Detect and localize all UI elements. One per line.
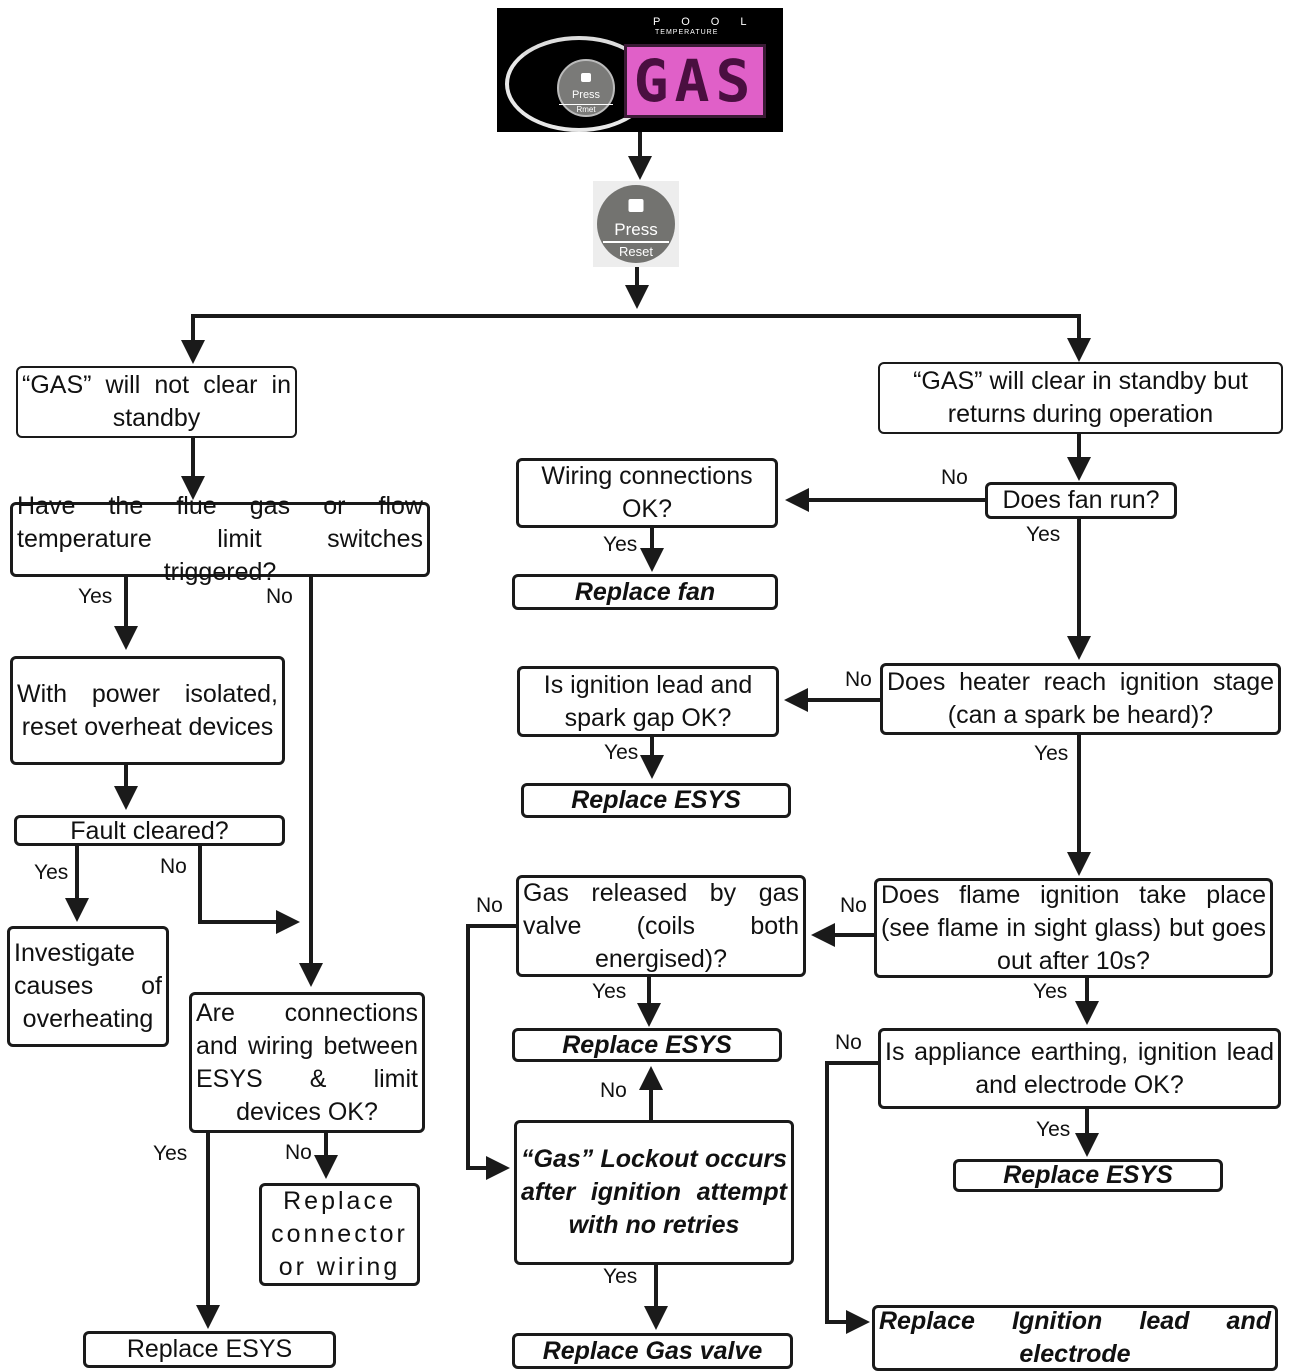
yes-label: Yes <box>1034 742 1069 766</box>
yes-label: Yes <box>153 1142 188 1166</box>
replace-esys-left-box: Replace ESYS <box>83 1331 336 1368</box>
replace-fan-box: Replace fan <box>512 574 778 610</box>
no-label: No <box>285 1141 312 1165</box>
gas-released-box: Gas released by gas valve (coils both en… <box>516 875 806 977</box>
panel-subheader: TEMPERATURE <box>655 29 719 36</box>
lockout-box: “Gas” Lockout occurs after ignition atte… <box>514 1120 794 1265</box>
lock-icon <box>628 199 644 212</box>
connections-box: Are connections and wiring between ESYS … <box>189 992 425 1133</box>
gas-not-clear-box: “GAS” will not clear in standby <box>16 366 297 438</box>
yes-label: Yes <box>1036 1118 1071 1142</box>
replace-esys-2-box: Replace ESYS <box>512 1028 782 1062</box>
yes-label: Yes <box>34 861 69 885</box>
reset-button-sublabel: Reset <box>603 241 669 259</box>
reset-button-image: Press Reset <box>593 181 679 267</box>
ignition-stage-box: Does heater reach ignition stage (can a … <box>880 663 1281 735</box>
lock-icon <box>581 73 591 82</box>
reset-button-label: Press <box>614 220 658 239</box>
yes-label: Yes <box>604 741 639 765</box>
replace-connector-box: Replace connector or wiring <box>259 1183 420 1286</box>
limit-switches-box: Have the flue gas or flow temperature li… <box>10 492 430 586</box>
fan-run-box: Does fan run? <box>985 482 1177 519</box>
yes-label: Yes <box>603 533 638 557</box>
yes-label: Yes <box>592 980 627 1004</box>
gas-returns-box: “GAS” will clear in standby but returns … <box>878 362 1283 434</box>
no-label: No <box>160 855 187 879</box>
no-label: No <box>941 466 968 490</box>
replace-ignition-lead-box: Replace Ignition lead and electrode <box>872 1305 1278 1371</box>
yes-label: Yes <box>1026 523 1061 547</box>
earthing-box: Is appliance earthing, ignition lead and… <box>878 1028 1281 1109</box>
panel-ring-decoration <box>505 36 653 132</box>
lcd-screen: GAS <box>624 44 766 118</box>
no-label: No <box>600 1079 627 1103</box>
panel-button-label: Press <box>571 89 601 101</box>
flame-ignition-box: Does flame ignition take place (see flam… <box>874 878 1273 978</box>
investigate-box: Investigate causes of overheating <box>7 926 169 1047</box>
fault-cleared-box: Fault cleared? <box>14 815 285 846</box>
panel-button-sublabel: Rmet <box>559 104 613 114</box>
replace-gas-valve-box: Replace Gas valve <box>512 1333 793 1369</box>
wiring-ok-box: Wiring connections OK? <box>516 458 778 528</box>
panel-header: P O O L <box>653 16 756 28</box>
no-label: No <box>266 585 293 609</box>
reset-overheat-box: With power isolated, reset overheat devi… <box>10 656 285 765</box>
no-label: No <box>835 1031 862 1055</box>
replace-esys-3-box: Replace ESYS <box>953 1159 1223 1192</box>
yes-label: Yes <box>1033 980 1068 1004</box>
reset-button[interactable]: Press Reset <box>597 185 675 263</box>
yes-label: Yes <box>603 1265 638 1289</box>
panel-reset-button[interactable]: Press Rmet <box>557 59 615 117</box>
no-label: No <box>840 894 867 918</box>
yes-label: Yes <box>78 585 113 609</box>
ignition-lead-box: Is ignition lead and spark gap OK? <box>517 666 779 737</box>
replace-esys-1-box: Replace ESYS <box>521 783 791 818</box>
no-label: No <box>845 668 872 692</box>
no-label: No <box>476 894 503 918</box>
display-panel: P O O L TEMPERATURE Press Rmet GAS <box>497 8 783 132</box>
